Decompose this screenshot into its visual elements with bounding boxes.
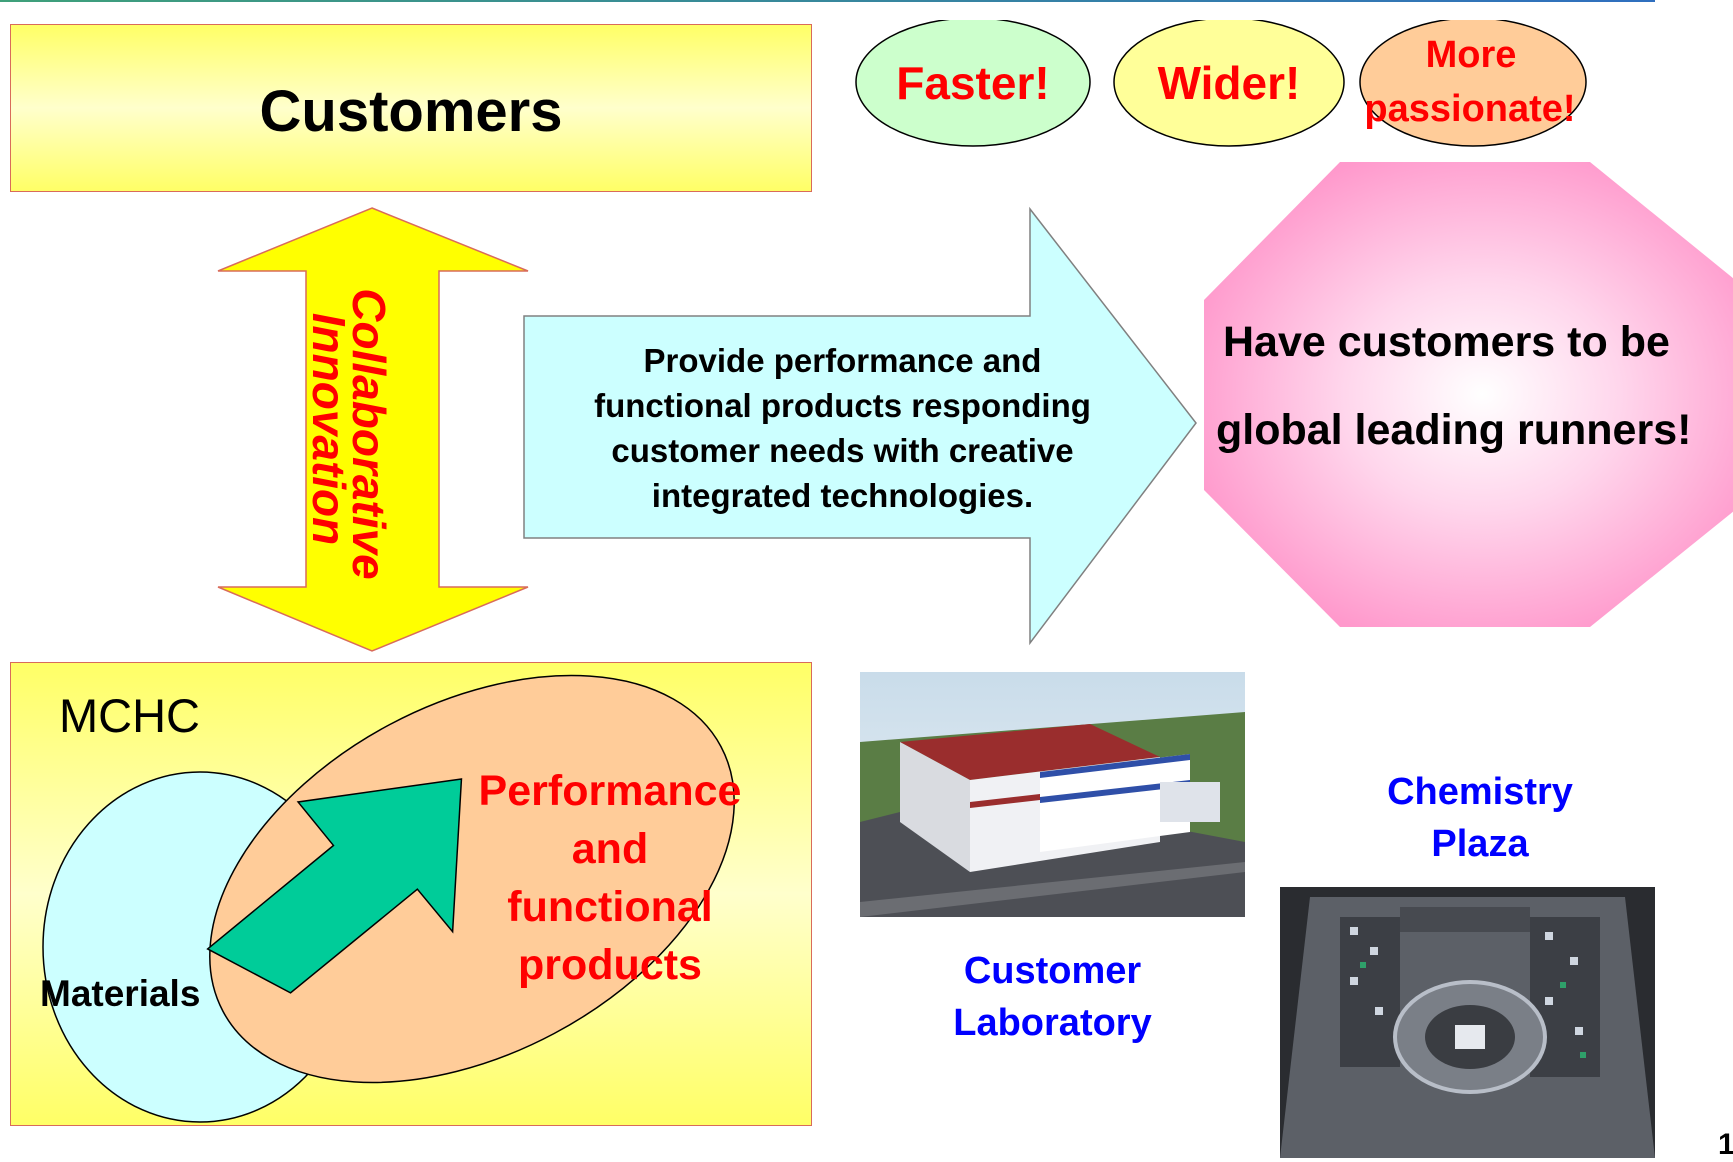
provide-arrow (523, 206, 1197, 646)
goal-text: Have customers to be global leading runn… (1205, 318, 1733, 455)
customer-laboratory-caption: Customer Laboratory (860, 945, 1245, 1049)
faster-bubble (855, 20, 1091, 147)
products-ellipse (209, 674, 735, 1084)
provide-line-3: customer needs with creative (611, 432, 1074, 469)
more-text: More (1426, 34, 1517, 76)
chemistry-plaza-photo (1280, 887, 1655, 1158)
customer-lab-line-1: Customer (963, 950, 1142, 992)
customers-label: Customers (259, 78, 563, 144)
performance-text: Performance and functional products (440, 762, 780, 994)
provide-line-2: functional products responding (594, 387, 1091, 424)
passionate-text: passionate! (1364, 88, 1575, 130)
passionate-bubble (1359, 20, 1587, 147)
mchc-diagram (42, 674, 735, 1123)
performance-line-2: and (571, 825, 649, 873)
mchc-label: MCHC (59, 689, 200, 742)
customers-box: Customers (10, 24, 812, 192)
faster-text: Faster! (896, 57, 1049, 109)
performance-line-4: products (518, 941, 702, 989)
right-arrow-shape (523, 206, 1197, 646)
goal-line-1: Have customers to be (1223, 318, 1670, 366)
wider-text: Wider! (1158, 57, 1301, 109)
top-divider-line (0, 0, 1655, 2)
provide-text: Provide performance and functional produ… (530, 338, 1155, 518)
wider-bubble (1113, 20, 1345, 147)
page-number: 1 (1718, 1128, 1733, 1161)
chem-plaza-line-1: Chemistry (1387, 771, 1573, 813)
bubbles-layer: Faster! Wider! More passionate! (855, 20, 1587, 147)
double-arrow-shape (217, 207, 529, 652)
octagon-shape (1204, 162, 1733, 627)
green-arrow-shape (206, 778, 463, 994)
chemistry-plaza-caption: Chemistry Plaza (1330, 766, 1630, 870)
goal-octagon (1204, 162, 1733, 627)
innovation-label: Innovation (303, 312, 355, 546)
customer-lab-line-2: Laboratory (953, 1002, 1152, 1044)
collaborative-arrow (217, 207, 529, 652)
performance-line-1: Performance (478, 767, 742, 815)
materials-text: Materials (40, 973, 201, 1014)
plaza-illustration (1280, 887, 1655, 1158)
chem-plaza-line-2: Plaza (1431, 823, 1529, 865)
provide-line-1: Provide performance and (643, 342, 1042, 379)
laboratory-illustration (860, 672, 1245, 917)
performance-line-3: functional (507, 883, 713, 931)
customer-laboratory-photo (860, 672, 1245, 917)
goal-line-2: global leading runners! (1216, 406, 1692, 454)
provide-line-4: integrated technologies. (651, 477, 1034, 514)
